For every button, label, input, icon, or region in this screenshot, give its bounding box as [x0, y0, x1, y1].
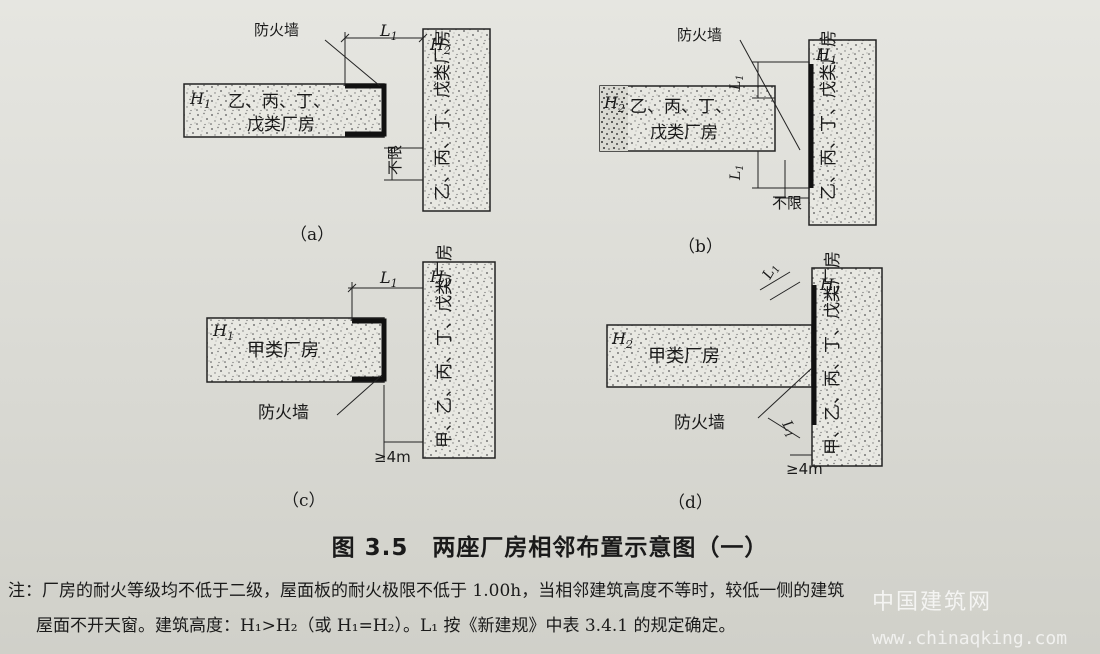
tall-building-c — [422, 261, 496, 459]
tall-building-a — [422, 28, 491, 212]
building-label-a-line2: 戊类厂房 — [247, 115, 315, 135]
figure-title: 图 3.5 两座厂房相邻布置示意图（一） — [331, 535, 769, 561]
unlimited-label-a: 不限 — [386, 145, 404, 175]
unlimited-label-b: 不限 — [772, 194, 802, 212]
l1-label-a: L1 — [379, 21, 398, 43]
l1-label-d-top: L1 — [759, 260, 783, 283]
h1-label-d: H1 — [819, 275, 841, 297]
panel-a — [183, 28, 491, 212]
caption-c: （c） — [282, 491, 326, 511]
h2-label-c: H2 — [429, 267, 451, 289]
l1-label-d-bottom: L1 — [776, 417, 800, 440]
l1-label-b-top: L1 — [728, 74, 746, 91]
panel-b — [599, 39, 877, 226]
spacing-label-c: ≥4m — [374, 448, 411, 466]
low-building-d — [606, 324, 813, 388]
note-line-1: 注：厂房的耐火等级均不低于二级，屋面板的耐火极限不低于 1.00h，当相邻建筑高… — [8, 581, 845, 601]
firewall-c — [352, 318, 387, 382]
h2-label-d: H2 — [611, 329, 633, 351]
h1-label-b: H1 — [815, 45, 837, 67]
tall-building-b — [808, 39, 877, 226]
firewall-label-b: 防火墙 — [677, 26, 722, 44]
firewall-label-a: 防火墙 — [254, 21, 299, 39]
low-building-a — [183, 83, 385, 138]
firewall-label-c: 防火墙 — [258, 403, 309, 423]
note-line-2: 屋面不开天窗。建筑高度：H₁>H₂（或 H₁=H₂）。L₁ 按《新建规》中表 3… — [36, 616, 736, 636]
watermark-url: www.chinaqking.com — [872, 628, 1068, 649]
tall-label-b: 乙、丙、丁、戊类厂房 — [819, 30, 839, 200]
panel-d — [606, 267, 883, 467]
tall-building-d — [811, 267, 883, 467]
building-label-c: 甲类厂房 — [247, 340, 319, 361]
h2-label-b: H2 — [603, 93, 625, 115]
spacing-label-d: ≥4m — [786, 460, 823, 478]
firewall-label-d: 防火墙 — [674, 413, 725, 433]
l1-label-c: L1 — [379, 268, 398, 290]
caption-b: （b） — [678, 237, 723, 257]
h1-label-c: H1 — [212, 321, 234, 343]
building-label-b-line1: 乙、丙、丁、 — [630, 97, 732, 117]
l1-label-b-bottom: L1 — [728, 164, 746, 181]
caption-a: （a） — [290, 225, 335, 245]
tall-label-a: 乙、丙、丁、戊类厂房 — [433, 30, 453, 200]
building-label-d: 甲类厂房 — [648, 346, 720, 367]
h2-label-a: H2 — [429, 35, 451, 57]
panel-c — [206, 261, 496, 460]
h1-label-a: H1 — [189, 89, 211, 111]
tall-label-d: 甲、乙、丙、丁、戊类厂房 — [823, 251, 843, 455]
diagram-figure: 防火墙 L1 H2 H1 乙、丙、丁、 戊类厂房 乙、丙、丁、戊类厂房 不限 防… — [183, 21, 883, 478]
tall-label-c: 甲、乙、丙、丁、戊类厂房 — [435, 244, 455, 448]
building-label-a-line1: 乙、丙、丁、 — [228, 92, 330, 112]
firewall-a — [345, 83, 387, 137]
caption-d: （d） — [668, 493, 713, 513]
watermark-text: 中国建筑网 — [872, 590, 993, 615]
building-label-b-line2: 戊类厂房 — [650, 123, 718, 143]
